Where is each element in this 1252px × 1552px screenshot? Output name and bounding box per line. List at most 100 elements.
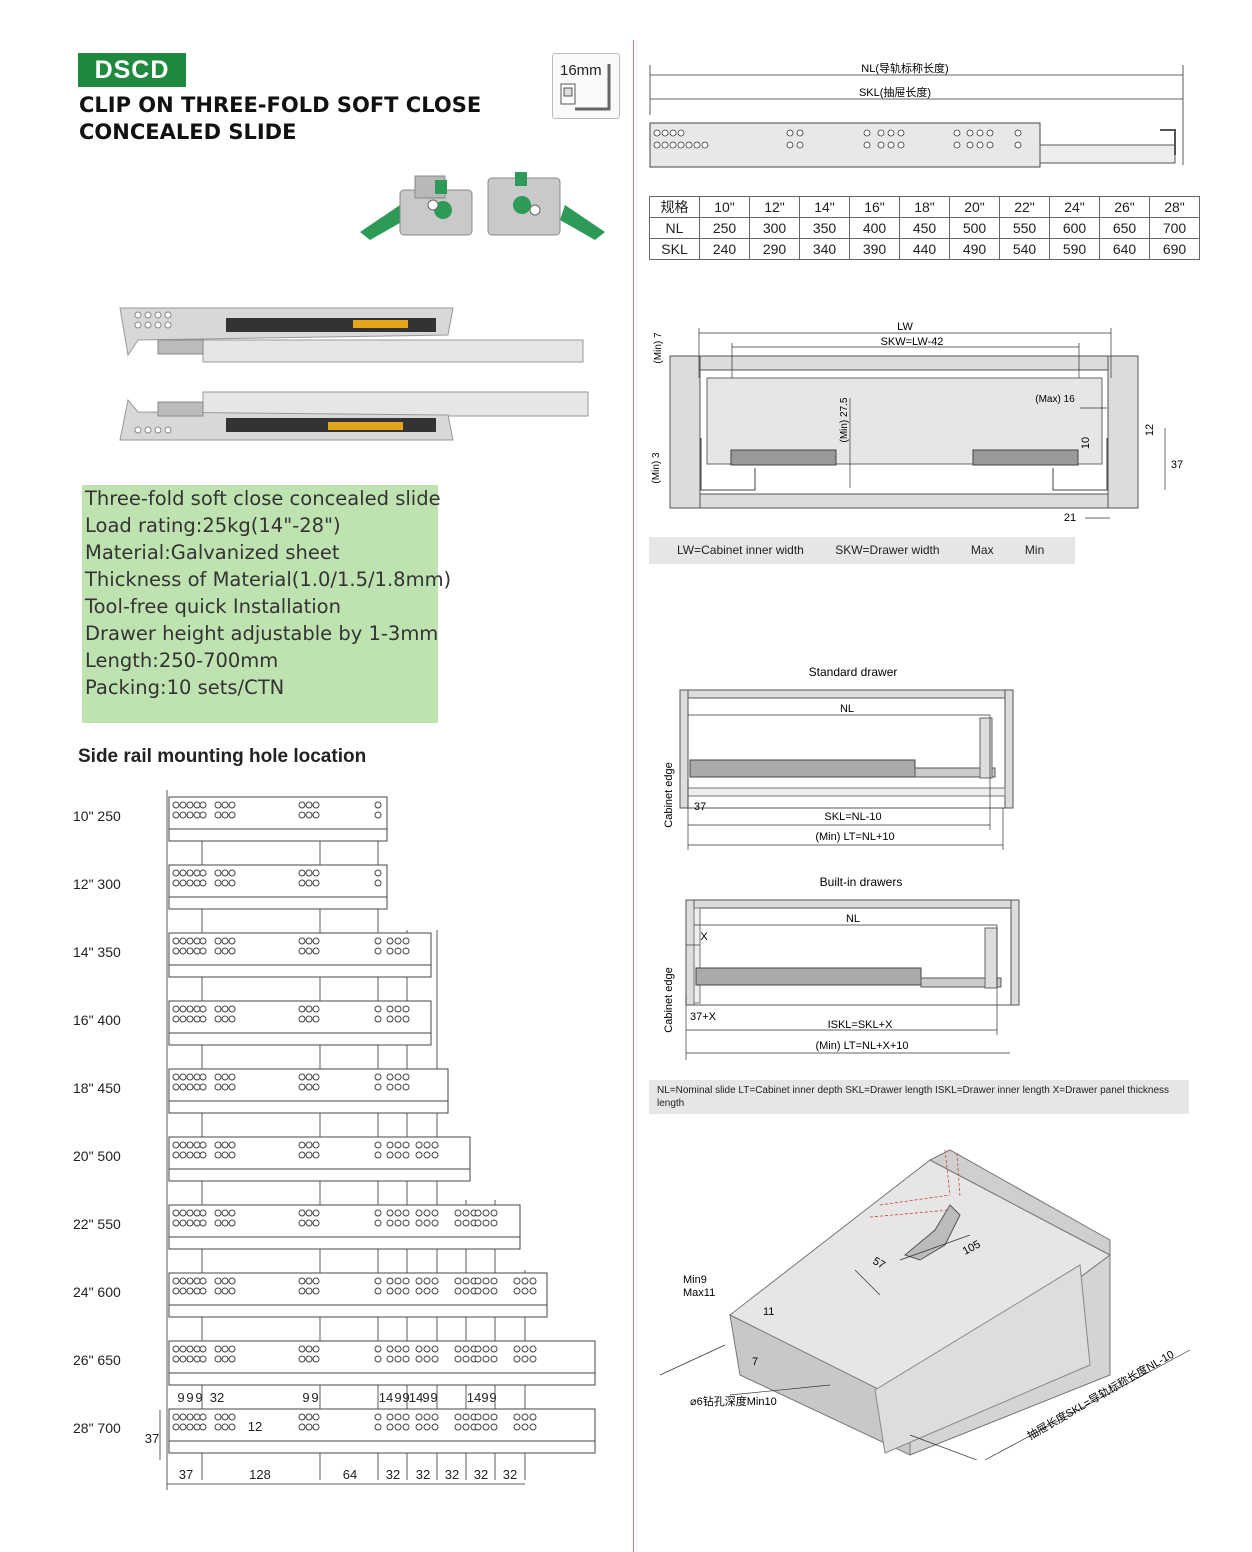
- mount-hole: [179, 1141, 187, 1149]
- mount-hole: [305, 811, 313, 819]
- mount-hole: [179, 801, 187, 809]
- lt-label: (Min) LT=NL+X+10: [815, 1040, 908, 1052]
- mount-hole: [386, 947, 394, 955]
- mount-hole: [172, 1015, 180, 1023]
- mount-hole: [305, 1423, 313, 1431]
- mount-hole: [454, 1219, 462, 1227]
- mount-hole: [454, 1287, 462, 1295]
- mount-hole: [221, 869, 229, 877]
- mount-hole: [186, 1287, 194, 1295]
- iskl-label: ISKL=SKL+X: [828, 1019, 893, 1031]
- rail-row-label: 26" 650: [73, 1352, 121, 1368]
- mount-hole: [386, 1073, 394, 1081]
- cabinet-edge-label: Cabinet edge: [663, 762, 675, 827]
- mount-hole: [221, 1423, 229, 1431]
- mount-hole: [431, 1413, 439, 1421]
- column-divider: [633, 40, 634, 1552]
- mount-hole: [521, 1277, 529, 1285]
- mount-hole: [394, 1345, 402, 1353]
- mount-hole: [193, 1277, 201, 1285]
- mount-hole: [521, 1355, 529, 1363]
- rail-row-label: 22" 550: [73, 1216, 121, 1232]
- mount-hole: [374, 947, 382, 955]
- legend-item: Max: [970, 543, 994, 557]
- mount-hole: [415, 1423, 423, 1431]
- mount-hole: [374, 801, 382, 809]
- mount-hole: [305, 1005, 313, 1013]
- mount-hole: [221, 801, 229, 809]
- mount-hole: [228, 869, 236, 877]
- mount-hole: [312, 869, 320, 877]
- mount-hole: [402, 1151, 410, 1159]
- clip-image: [360, 172, 605, 240]
- title-line-1: CLIP ON THREE-FOLD SOFT CLOSE: [79, 93, 482, 117]
- dim-label: 9: [177, 1390, 184, 1405]
- mount-hole: [402, 1083, 410, 1091]
- min275-label: (Min) 27.5: [839, 397, 850, 442]
- min9-label: Min9: [683, 1274, 707, 1286]
- mount-hole: [454, 1277, 462, 1285]
- mount-hole: [490, 1219, 498, 1227]
- mount-hole: [454, 1355, 462, 1363]
- mount-hole: [228, 1277, 236, 1285]
- mount-hole: [193, 811, 201, 819]
- mount-hole: [186, 879, 194, 887]
- mount-hole: [312, 811, 320, 819]
- mount-hole: [402, 947, 410, 955]
- mount-hole: [312, 1219, 320, 1227]
- table-cell: 550: [999, 217, 1050, 239]
- mount-hole: [172, 1219, 180, 1227]
- table-cell: 18": [899, 196, 950, 218]
- mount-hole: [305, 1141, 313, 1149]
- dim-label: 32: [386, 1467, 400, 1482]
- mount-hole: [172, 811, 180, 819]
- min3-label: (Min) 3: [651, 452, 662, 484]
- mount-hole: [305, 1015, 313, 1023]
- mount-hole: [186, 1073, 194, 1081]
- mount-hole: [423, 1287, 431, 1295]
- mount-hole: [305, 801, 313, 809]
- max16-label: (Max) 16: [1035, 394, 1075, 405]
- mount-hole: [513, 1355, 521, 1363]
- mount-hole: [199, 1423, 207, 1431]
- dim-label: 64: [343, 1467, 357, 1482]
- table-cell: 290: [749, 238, 800, 260]
- mount-hole: [374, 1277, 382, 1285]
- mount-hole: [423, 1151, 431, 1159]
- mount-hole: [374, 1355, 382, 1363]
- dim-label: 37: [145, 1431, 159, 1446]
- mount-hole: [221, 1141, 229, 1149]
- builtin-drawer-title: Built-in drawers: [820, 875, 903, 889]
- table-row: SKL 240 290 340 390 440 490 540 590 640 …: [649, 238, 1200, 260]
- mount-hole: [199, 879, 207, 887]
- mount-hole: [214, 811, 222, 819]
- rail-row-label: 12" 300: [73, 876, 121, 892]
- mount-hole: [394, 947, 402, 955]
- mount-hole: [193, 869, 201, 877]
- dim-label: 12: [248, 1419, 262, 1434]
- mount-hole: [386, 1015, 394, 1023]
- mount-hole: [462, 1345, 470, 1353]
- mount-hole: [374, 869, 382, 877]
- mount-hole: [298, 1423, 306, 1431]
- table-cell: 500: [949, 217, 1000, 239]
- mount-hole: [305, 1073, 313, 1081]
- table-cell: 590: [1049, 238, 1100, 260]
- mount-hole: [305, 947, 313, 955]
- mount-hole: [305, 1277, 313, 1285]
- mount-hole: [423, 1413, 431, 1421]
- rail-row-label: 24" 600: [73, 1284, 121, 1300]
- mount-hole: [193, 1015, 201, 1023]
- mount-hole: [228, 937, 236, 945]
- drill-label: ⌀6钻孔深度Min10: [690, 1394, 777, 1408]
- mount-hole: [462, 1355, 470, 1363]
- mount-hole: [374, 1151, 382, 1159]
- mount-hole: [186, 947, 194, 955]
- side-rail-heading: Side rail mounting hole location: [78, 746, 367, 767]
- mount-hole: [312, 879, 320, 887]
- nl-label: NL(导轨标称长度): [861, 61, 948, 75]
- mount-hole: [386, 1141, 394, 1149]
- mount-hole: [221, 1073, 229, 1081]
- mount-hole: [402, 1413, 410, 1421]
- x-label: X: [700, 931, 708, 943]
